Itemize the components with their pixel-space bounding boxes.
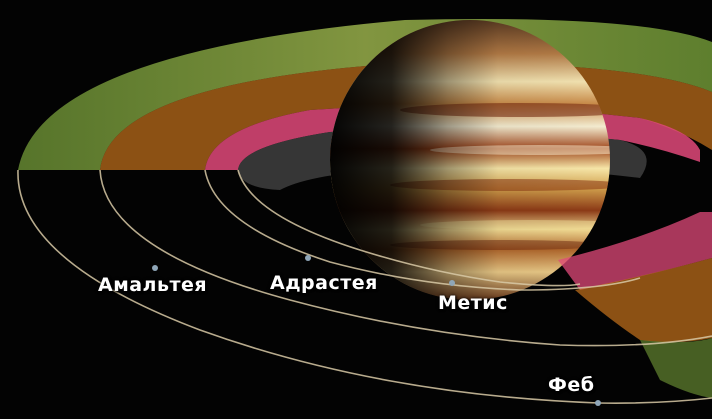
orbit-adrastea <box>204 169 641 291</box>
orbit-thebe <box>17 169 712 404</box>
middle-ring-near <box>575 258 712 343</box>
moon-dot-adrastea <box>305 255 311 261</box>
jupiter-planet <box>330 20 610 300</box>
moon-label-metis: Метис <box>438 292 508 314</box>
moon-label-thebe: Феб <box>548 374 595 396</box>
outer-ring-near <box>640 338 712 398</box>
main-ring-near-pink <box>558 212 712 290</box>
orbit-metis <box>237 169 581 287</box>
moon-dot-amalthea <box>152 265 158 271</box>
moon-label-amalthea: Амальтея <box>98 274 208 296</box>
orbits <box>17 169 712 404</box>
ring-near-side <box>558 212 712 398</box>
moon-markers <box>152 255 601 406</box>
moon-dot-thebe <box>595 400 601 406</box>
orbit-amalthea <box>99 169 712 347</box>
moon-label-adrastea: Адрастея <box>270 272 378 294</box>
moon-dot-metis <box>449 280 455 286</box>
